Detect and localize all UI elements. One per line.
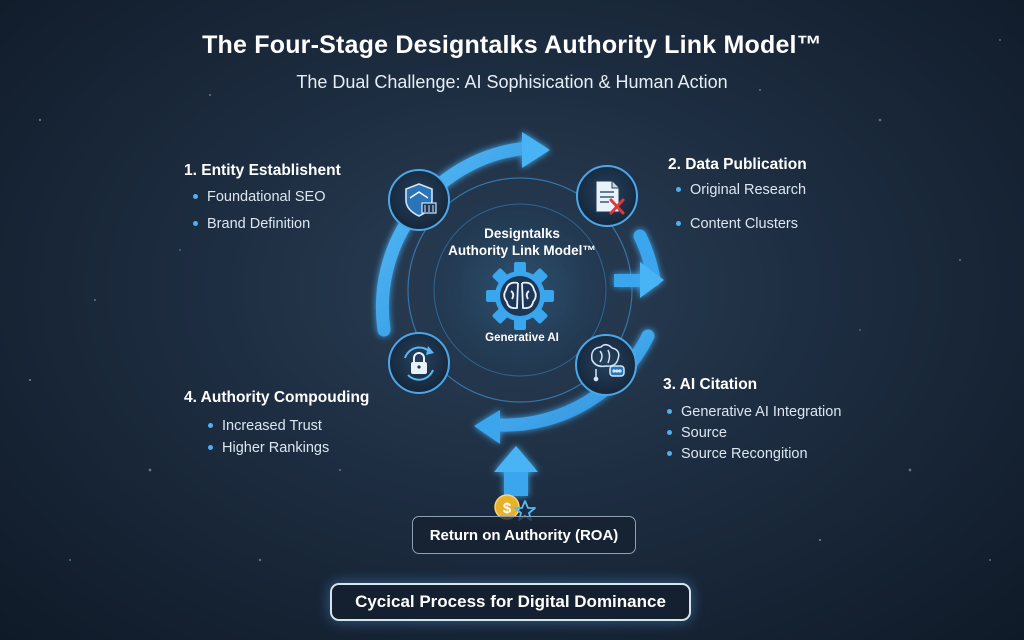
roa-box: Return on Authority (ROA) [412,516,636,554]
bottom-arc-arrow [493,329,655,432]
page-title: The Four-Stage Designtalks Authority Lin… [202,31,822,59]
stage-2-title: 2. Data Publication [668,156,807,173]
roa-label: Return on Authority (ROA) [429,526,619,544]
brain-gear-icon [486,262,554,330]
stage-1-bullet-2: Brand Definition [193,216,310,232]
stage-3-bullet-2: Source [667,425,727,441]
center-label: Generative AI [485,332,559,344]
stage-2-bullet-1: Original Research [676,182,806,198]
stage-node-2 [576,165,638,227]
lock-cycle-icon [404,346,434,381]
stage-node-4 [388,332,450,394]
stage-node-3 [575,334,637,396]
document-x-icon [595,180,625,215]
stage-4-bullet-1: Increased Trust [208,418,322,434]
up-arrowhead [494,446,538,472]
right-arrow-shaft [614,274,644,287]
stage-3-bullet-1: Generative AI Integration [667,404,841,420]
right-arrowhead [640,262,664,298]
footer-pill: Cycical Process for Digital Dominance [330,583,691,621]
stage-1-title: 1. Entity Establishent [184,162,341,179]
stage-3-bullet-3: Source Recongition [667,446,808,462]
footer-label: Cycical Process for Digital Dominance [355,592,666,611]
up-arrow-shaft [504,470,528,496]
top-arc-arrowhead [522,132,550,168]
center-title-line2: Authority Link Model™ [448,243,596,258]
center-title-line1: Designtalks [484,226,560,241]
center-title: Designtalks Authority Link Model™ [432,225,612,259]
stage-4-title: 4. Authority Compouding [184,389,370,406]
svg-text:$: $ [503,500,512,517]
outer-ring [407,177,633,403]
stage-node-1 [388,169,450,231]
stage-1-bullet-1: Foundational SEO [193,189,326,205]
brain-chat-icon [590,344,625,382]
stage-2-bullet-2: Content Clusters [676,216,798,232]
page-subtitle: The Dual Challenge: AI Sophisication & H… [296,72,728,92]
stage-4-bullet-2: Higher Rankings [208,440,329,456]
inner-ring [433,203,607,377]
bottom-arc-arrowhead [474,410,500,444]
shield-bank-icon [405,183,437,217]
stage-3-title: 3. AI Citation [663,376,758,393]
